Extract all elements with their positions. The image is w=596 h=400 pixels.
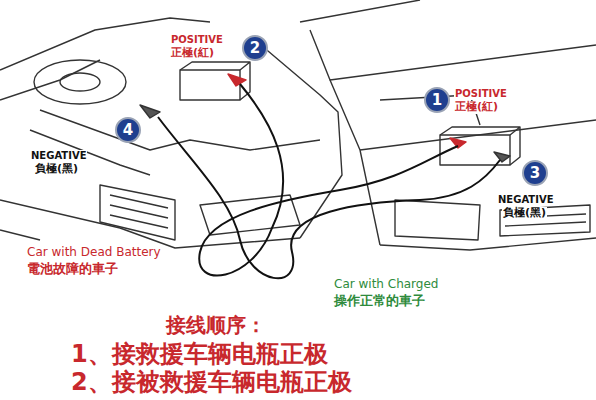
car-body-line: [380, 238, 596, 250]
callout-circle: 2: [242, 35, 268, 61]
callout-circle: 4: [115, 117, 141, 143]
callout-number: 4: [123, 123, 133, 138]
step-text: 1、接救援车辆电瓶正极: [70, 341, 329, 369]
car-body-line: [255, 40, 342, 238]
charged-car-drawing: [300, 0, 596, 250]
air-cleaner: [34, 60, 126, 104]
battery: [180, 62, 250, 100]
positive-cable: [199, 84, 458, 276]
grille: [500, 205, 590, 236]
jumper-cables: [158, 84, 500, 278]
headlight: [395, 200, 480, 240]
car-label: 操作正常的車子: [333, 294, 426, 309]
polarity-label: 正極(紅): [454, 101, 499, 114]
car-body-line: [330, 80, 380, 245]
car-body-line: [310, 30, 596, 80]
car-label: Car with Dead Battery: [26, 246, 162, 260]
red-clamp: [228, 74, 246, 86]
car-label: 電池故障的車子: [26, 262, 119, 277]
polarity-label: POSITIVE: [170, 34, 224, 46]
callout-number: 2: [250, 41, 260, 56]
grille: [110, 195, 168, 228]
negative-cable: [158, 117, 500, 278]
black-clamp: [494, 152, 510, 162]
callout-circle: 3: [522, 160, 548, 186]
callout-number: 3: [530, 166, 540, 181]
car-label: Car with Charged: [333, 278, 439, 292]
polarity-label: NEGATIVE: [497, 194, 554, 206]
black-clamp: [140, 105, 160, 118]
polarity-label: 負極(黑): [502, 207, 547, 220]
callout-circle: 1: [424, 87, 450, 113]
polarity-label: 正極(紅): [170, 47, 215, 60]
battery: [440, 127, 520, 165]
polarity-label: POSITIVE: [454, 88, 508, 100]
steps-heading: 接线顺序：: [165, 314, 267, 337]
air-cleaner: [60, 73, 100, 91]
step-text: 2、接被救援车辆电瓶正极: [70, 369, 353, 397]
polarity-label: NEGATIVE: [30, 150, 87, 162]
hood-line: [300, 0, 420, 22]
car-body-line: [0, 230, 40, 240]
polarity-label: 負極(黑): [34, 163, 79, 176]
callout-number: 1: [432, 93, 442, 108]
grille: [100, 185, 175, 240]
